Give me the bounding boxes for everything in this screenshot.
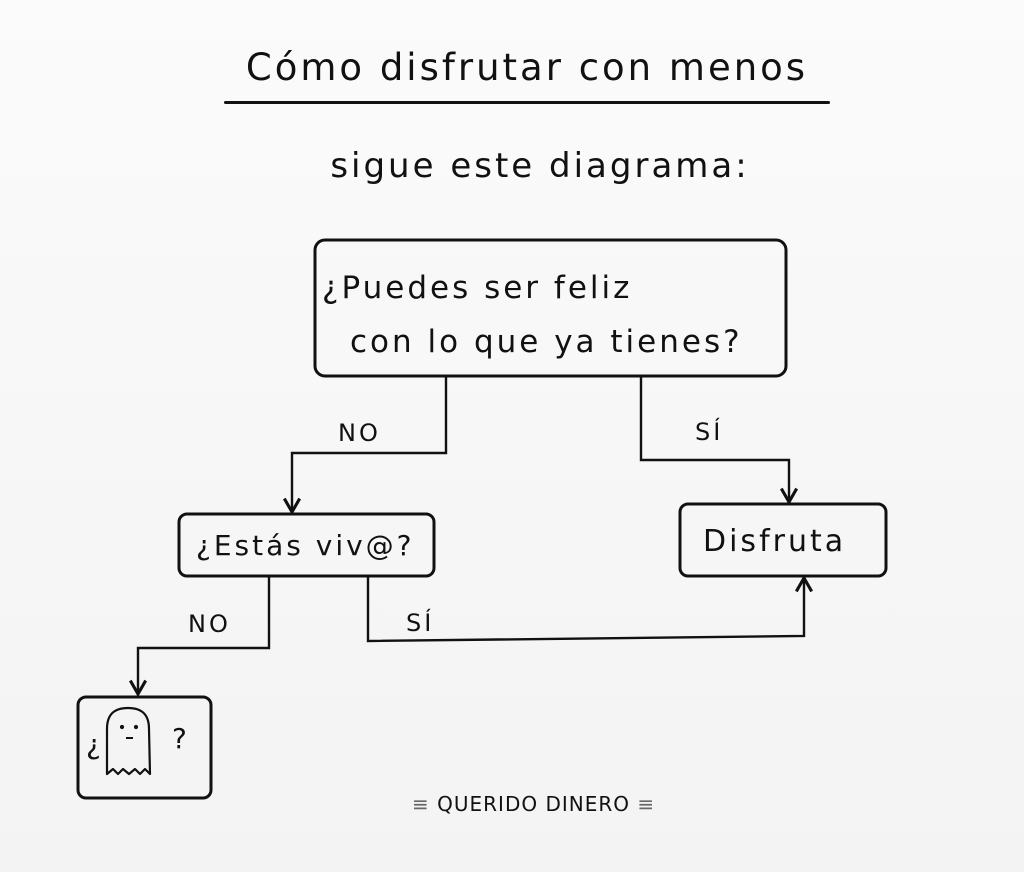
question-1-box (313, 238, 788, 378)
question-1-line-1: ¿Puedes ser feliz (322, 270, 632, 306)
brand-left-accent: ≡ (412, 792, 430, 816)
edge-label-q2-no: NO (188, 610, 231, 638)
edge-label-q1-si: SÍ (695, 417, 723, 446)
brand-mark: ≡ QUERIDO DINERO ≡ (412, 790, 654, 818)
result-ghost-left-mark: ¿ (86, 728, 104, 761)
question-2-box (177, 512, 436, 578)
edge-q2-no (128, 576, 271, 698)
page-subtitle: sigue este diagrama: (330, 146, 750, 186)
page-title: Cómo disfrutar con menos (245, 46, 809, 89)
brand-right-accent: ≡ (637, 792, 656, 816)
result-ghost-box (76, 695, 213, 800)
edge-q1-si (639, 376, 799, 506)
result-enjoy-text: Disfruta (703, 524, 846, 559)
question-1-line-2: con lo que ya tienes? (350, 324, 743, 360)
edge-label-q2-si: SÍ (406, 608, 434, 637)
edge-q1-no (282, 376, 448, 516)
question-2-text: ¿Estás viv@? (196, 529, 415, 562)
result-ghost-right-mark: ? (172, 722, 190, 755)
title-underline (224, 101, 830, 104)
ghost-icon (105, 706, 152, 776)
result-enjoy-box (678, 502, 888, 578)
edge-q2-si (366, 574, 814, 643)
edge-label-q1-no: NO (338, 419, 381, 447)
brand-text: QUERIDO DINERO (437, 792, 630, 816)
